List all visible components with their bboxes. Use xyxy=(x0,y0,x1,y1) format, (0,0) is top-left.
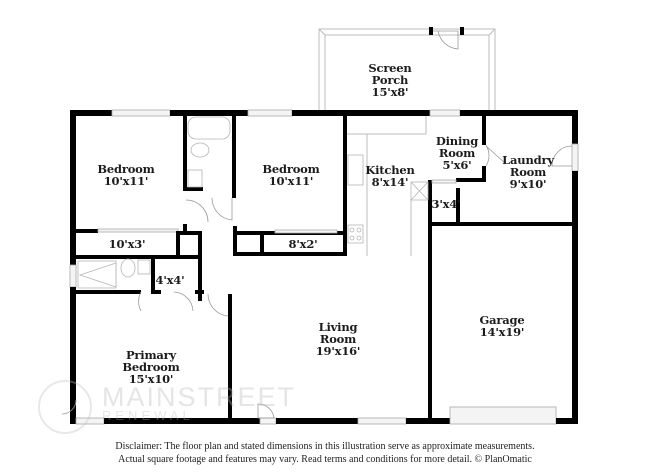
fixtures xyxy=(77,116,429,289)
room-closet-3x4: 3'x4' xyxy=(432,198,461,210)
room-name-line: Bedroom xyxy=(97,162,155,176)
sink-2 xyxy=(137,259,151,275)
room-dimensions: 8'x2' xyxy=(288,237,318,251)
counter xyxy=(347,116,427,256)
room-name-line: Room xyxy=(438,146,476,160)
room-name-line: Bedroom xyxy=(122,360,180,374)
bathtub xyxy=(187,116,231,140)
room-dimensions: 10'x3' xyxy=(108,237,146,251)
room-name-line: Living xyxy=(318,320,358,334)
room-name-line: Laundry xyxy=(502,153,554,167)
room-dimensions: 9'x10' xyxy=(509,177,547,191)
room-dimensions: 14'x19' xyxy=(479,325,525,339)
room-living-room: Living Room 19'x16' xyxy=(316,321,361,357)
room-screen-porch: Screen Porch 15'x8' xyxy=(368,62,411,98)
room-primary-bedroom: Primary Bedroom 15'x10' xyxy=(122,349,179,385)
room-dining-room: Dining Room 5'x6' xyxy=(436,135,478,171)
room-dimensions: 4'x4' xyxy=(155,273,185,287)
room-kitchen: Kitchen 8'x14' xyxy=(365,163,415,189)
room-dimensions: 15'x10' xyxy=(128,372,174,386)
room-closet-8x2: 8'x2' xyxy=(289,238,318,250)
room-dimensions: 19'x16' xyxy=(315,344,361,358)
room-closet-10x3: 10'x3' xyxy=(109,238,146,250)
watermark-logo-icon xyxy=(38,380,92,434)
room-name-line: Porch xyxy=(371,73,409,87)
room-name-line: Dining xyxy=(435,134,479,148)
room-dimensions: 3'x4' xyxy=(431,197,461,211)
watermark-sub: RENEWAL xyxy=(102,408,194,423)
room-name-line: Kitchen xyxy=(365,163,415,177)
room-name-line: Room xyxy=(319,332,357,346)
sink xyxy=(187,169,203,188)
toilet xyxy=(190,142,210,158)
kitchen-sink xyxy=(347,154,364,186)
room-name-line: Screen xyxy=(368,61,412,75)
room-dimensions: 8'x14' xyxy=(371,175,409,189)
room-name-line: Primary xyxy=(125,348,177,362)
room-dimensions: 5'x6' xyxy=(442,158,472,172)
disclaimer-line-1: Disclaimer: The floor plan and stated di… xyxy=(115,441,535,452)
room-closet-4x4: 4'x4' xyxy=(156,274,185,286)
disclaimer-line-2: Actual square footage and features may v… xyxy=(118,454,532,465)
stove xyxy=(347,224,364,244)
room-bedroom-1: Bedroom 10'x11' xyxy=(97,163,154,187)
toilet-2 xyxy=(120,258,136,278)
disclaimer: Disclaimer: The floor plan and stated di… xyxy=(0,440,650,466)
interior-walls xyxy=(76,113,572,422)
room-laundry-room: Laundry Room 9'x10' xyxy=(502,154,554,190)
room-name-line: Garage xyxy=(479,313,525,327)
room-dimensions: 10'x11' xyxy=(103,174,149,188)
screen-porch-walls xyxy=(318,27,496,112)
room-dimensions: 15'x8' xyxy=(371,85,409,99)
room-dimensions: 10'x11' xyxy=(268,174,314,188)
watermark-main: MAINSTREET xyxy=(102,382,297,412)
room-name-line: Room xyxy=(509,165,547,179)
room-bedroom-2: Bedroom 10'x11' xyxy=(262,163,319,187)
room-name-line: Bedroom xyxy=(262,162,320,176)
exterior-walls xyxy=(69,109,579,425)
room-garage: Garage 14'x19' xyxy=(480,314,525,338)
